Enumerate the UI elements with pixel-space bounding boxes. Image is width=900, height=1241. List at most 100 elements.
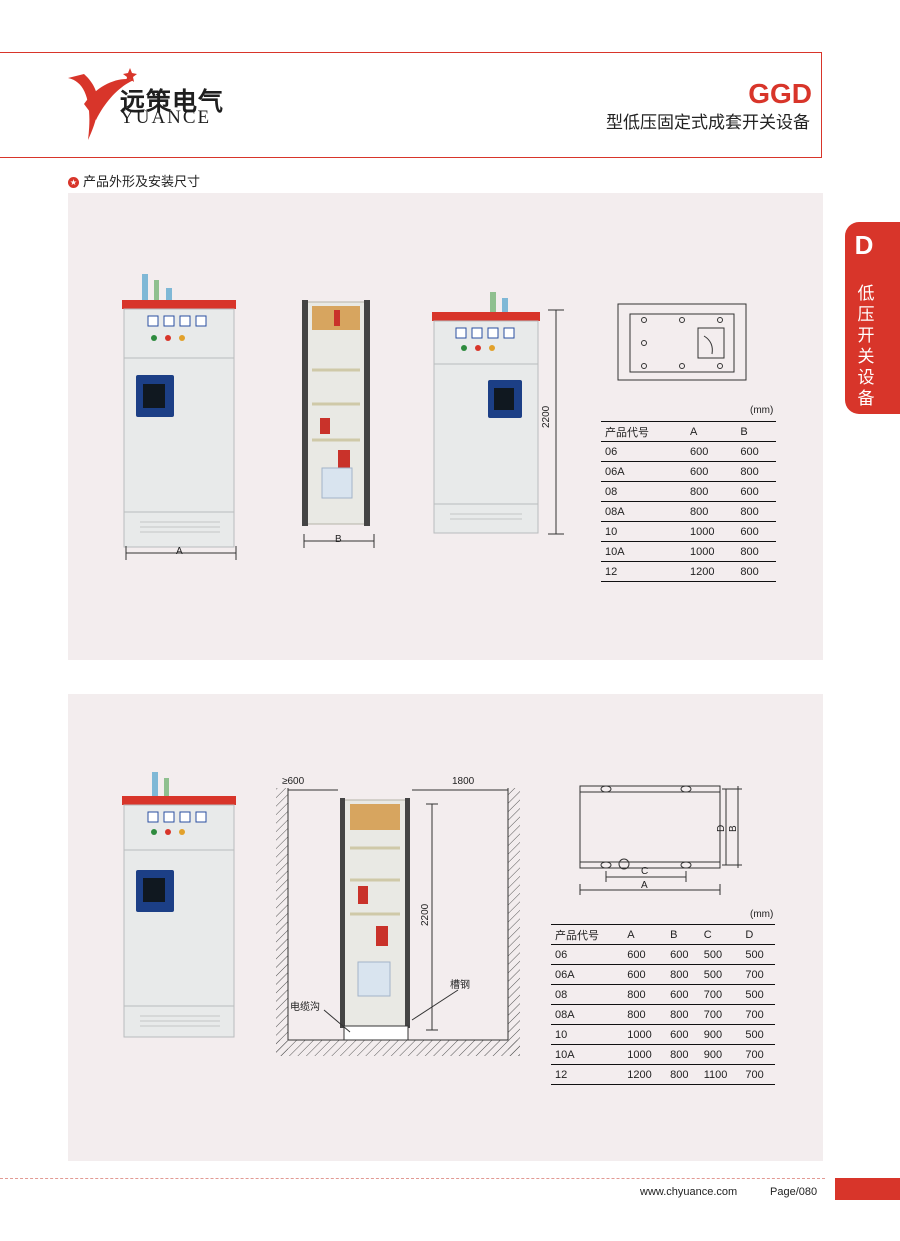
table-cell: 700 xyxy=(741,964,775,985)
header-cell: A xyxy=(685,421,737,442)
dimension-label-b: B xyxy=(335,534,342,545)
header-cell: 产品代号 xyxy=(551,924,624,945)
table-cell: 500 xyxy=(699,964,742,985)
table-cell: 800 xyxy=(666,1004,700,1025)
dimension-line-b xyxy=(303,534,375,548)
table-cell: 1000 xyxy=(685,541,737,562)
table-cell: 06 xyxy=(551,944,624,965)
table-cell: 800 xyxy=(736,561,776,582)
cabinet-front-image xyxy=(122,274,236,548)
table-cell: 600 xyxy=(666,944,700,965)
table-cell: 06A xyxy=(551,964,624,985)
dimension-label-d: D xyxy=(716,824,727,832)
installation-drawing xyxy=(276,788,520,1056)
cabinet-interior-image xyxy=(302,300,370,526)
dimension-label-a-2: A xyxy=(641,880,648,891)
star-icon: ★ xyxy=(68,177,79,188)
table-cell: 600 xyxy=(685,441,737,462)
height-label-2: 2200 xyxy=(420,903,431,926)
height-label: 2200 xyxy=(541,405,552,428)
table-cell: 700 xyxy=(741,1004,775,1025)
table-cell: 08 xyxy=(551,984,624,1005)
section-title: ★ 产品外形及安装尺寸 xyxy=(68,171,200,190)
table-cell: 1000 xyxy=(623,1024,667,1045)
table-cell: 600 xyxy=(666,1024,700,1045)
table-cell: 500 xyxy=(741,984,775,1005)
table-cell: 700 xyxy=(741,1064,775,1085)
wall-gap-label: ≥600 xyxy=(282,776,305,787)
table-cell: 600 xyxy=(623,944,667,965)
dimension-label-b-2: B xyxy=(728,825,739,832)
header-cell: B xyxy=(736,421,776,442)
page-number: Page/080 xyxy=(770,1186,818,1198)
dimension-line-a xyxy=(125,546,237,560)
dimension-label-c: C xyxy=(641,866,649,877)
table-cell: 800 xyxy=(736,501,776,522)
table-cell: 800 xyxy=(736,541,776,562)
cabinet-front-image-2 xyxy=(432,292,564,535)
table-cell: 800 xyxy=(623,1004,667,1025)
table-cell: 1000 xyxy=(623,1044,667,1065)
header-cell: C xyxy=(699,924,742,945)
chapter-letter: D xyxy=(854,230,874,260)
table-header-row: 产品代号 A B xyxy=(601,421,776,442)
table-cell: 1200 xyxy=(623,1064,667,1085)
footer-divider xyxy=(0,1178,825,1179)
base-plan-drawing-2 xyxy=(579,785,742,895)
table-cell: 12 xyxy=(601,561,686,582)
channel-steel-label: 槽钢 xyxy=(450,980,470,991)
table-cell: 500 xyxy=(741,1024,775,1045)
table-cell: 08A xyxy=(601,501,686,522)
table-cell: 600 xyxy=(736,481,776,502)
table-cell: 10A xyxy=(551,1044,624,1065)
cable-trench-label: 电缆沟 xyxy=(290,1002,320,1013)
table-cell: 1200 xyxy=(685,561,737,582)
table-cell: 600 xyxy=(685,461,737,482)
table-cell: 600 xyxy=(623,964,667,985)
header-cell: 产品代号 xyxy=(601,421,686,442)
table-cell: 1100 xyxy=(699,1064,742,1085)
table-cell: 12 xyxy=(551,1064,624,1085)
table-header-row: 产品代号 A B C D xyxy=(551,924,775,945)
table-cell: 700 xyxy=(741,1044,775,1065)
table-cell: 500 xyxy=(699,944,742,965)
table-cell: 800 xyxy=(666,1044,700,1065)
table-cell: 600 xyxy=(666,984,700,1005)
table-cell: 600 xyxy=(736,441,776,462)
table-cell: 800 xyxy=(623,984,667,1005)
table-cell: 700 xyxy=(699,984,742,1005)
rear-gap-label: 1800 xyxy=(452,776,475,787)
table-cell: 1000 xyxy=(685,521,737,542)
header-cell: B xyxy=(666,924,700,945)
footer-website: www.chyuance.com xyxy=(640,1186,738,1198)
header-cell: A xyxy=(623,924,667,945)
chapter-tab: D 低压开关设备 xyxy=(845,222,900,414)
table-cell: 800 xyxy=(666,964,700,985)
table-cell: 06A xyxy=(601,461,686,482)
table-cell: 800 xyxy=(685,501,737,522)
header-cell: D xyxy=(741,924,775,945)
base-plan-drawing xyxy=(617,303,747,381)
section-title-text: 产品外形及安装尺寸 xyxy=(83,175,201,190)
table-cell: 10 xyxy=(601,521,686,542)
table-cell: 900 xyxy=(699,1024,742,1045)
footer-accent-bar xyxy=(835,1178,900,1200)
table-cell: 800 xyxy=(666,1064,700,1085)
header-frame xyxy=(0,52,822,158)
